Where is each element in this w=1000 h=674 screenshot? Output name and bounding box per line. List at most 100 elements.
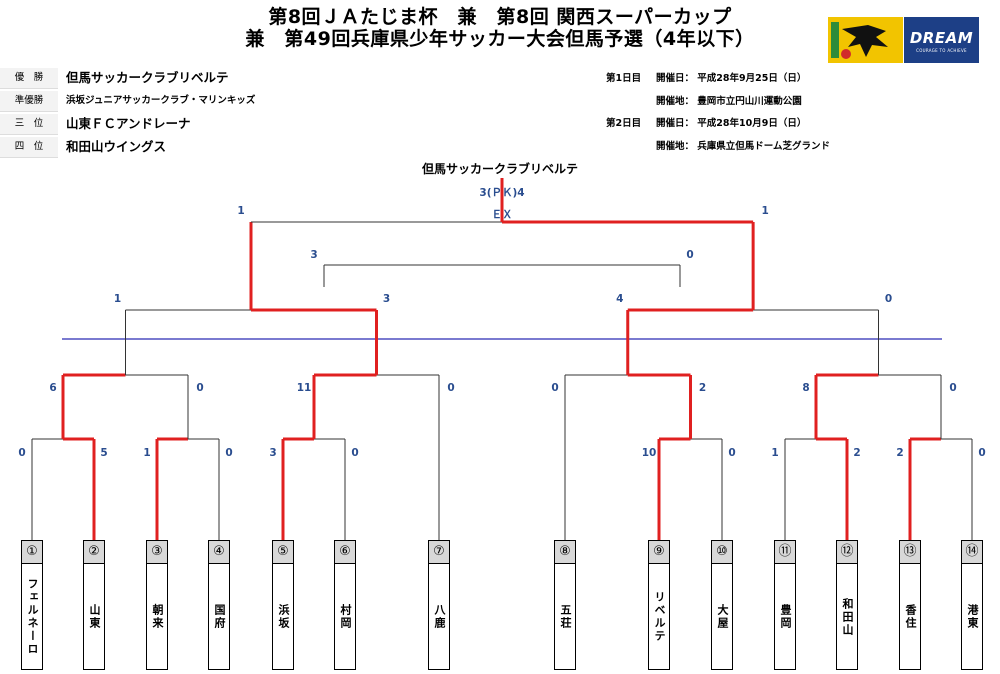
rank-team: 山東ＦＣアンドレーナ xyxy=(66,116,191,131)
team-name: 八鹿 xyxy=(433,604,446,630)
score-label: 8 xyxy=(802,382,809,394)
final-pk-label: 3(ＰＫ)4 xyxy=(479,187,524,199)
champion-name: 但馬サッカークラブリベルテ xyxy=(421,162,578,176)
team-box: ④ 国府 xyxy=(208,540,230,670)
team-box: ③ 朝来 xyxy=(146,540,168,670)
team-name-cell: 朝来 xyxy=(147,565,167,669)
team-name: 豊岡 xyxy=(779,604,792,630)
team-number: ⑪ xyxy=(775,541,795,564)
team-name-cell: リベルテ xyxy=(649,565,669,669)
score-label: 2 xyxy=(896,447,903,459)
team-box: ② 山東 xyxy=(83,540,105,670)
team-number: ③ xyxy=(147,541,167,564)
team-name: フェルネーロ xyxy=(26,578,39,656)
team-name-cell: 五荘 xyxy=(555,565,575,669)
team-box: ① フェルネーロ xyxy=(21,540,43,670)
team-box: ⑦ 八鹿 xyxy=(428,540,450,670)
team-name-cell: 港東 xyxy=(962,565,982,669)
score-label: 2 xyxy=(699,382,706,394)
team-name-cell: 八鹿 xyxy=(429,565,449,669)
rank-label: 優 勝 xyxy=(0,68,58,89)
team-name: 港東 xyxy=(966,604,979,630)
team-box: ⑥ 村岡 xyxy=(334,540,356,670)
team-number: ⑨ xyxy=(649,541,669,564)
score-label: 2 xyxy=(853,447,860,459)
day1-label: 第1日目 xyxy=(606,73,642,84)
final-score: 1 xyxy=(237,205,244,217)
score-label: 0 xyxy=(225,447,232,459)
third-place-score: 0 xyxy=(686,249,693,261)
team-number: ⑥ xyxy=(335,541,355,564)
score-label: 5 xyxy=(100,447,107,459)
team-name: 大屋 xyxy=(716,604,729,630)
score-label: 0 xyxy=(551,382,558,394)
score-label: 6 xyxy=(49,382,56,394)
page-title: 第8回ＪＡたじま杯 兼 第8回 関西スーパーカップ xyxy=(268,6,732,28)
team-name: 和田山 xyxy=(841,597,854,637)
day1-date: 開催日： 平成28年9月25日（日） xyxy=(656,73,807,84)
team-name: リベルテ xyxy=(653,591,666,643)
score-label: 0 xyxy=(18,447,25,459)
rank-team: 但馬サッカークラブリベルテ xyxy=(66,70,229,85)
dream-logo: DREAM COURAGE TO ACHIEVE xyxy=(904,17,979,63)
team-name: 国府 xyxy=(213,604,226,630)
score-label: 0 xyxy=(885,293,892,305)
team-name: 朝来 xyxy=(151,604,164,630)
team-number: ① xyxy=(22,541,42,564)
dream-logo-tagline: COURAGE TO ACHIEVE xyxy=(916,48,967,53)
third-place-score: 3 xyxy=(310,249,317,261)
team-box: ⑤ 浜坂 xyxy=(272,540,294,670)
day1-venue: 開催地： 豊岡市立円山川運動公園 xyxy=(656,96,802,107)
team-number: ⑧ xyxy=(555,541,575,564)
ja-logo xyxy=(828,17,903,63)
score-label: 1 xyxy=(143,447,150,459)
final-ex-label: ＥＸ xyxy=(492,209,513,221)
score-label: 0 xyxy=(949,382,956,394)
team-box: ⑪ 豊岡 xyxy=(774,540,796,670)
score-label: 0 xyxy=(728,447,735,459)
rank-team: 和田山ウイングス xyxy=(66,139,167,154)
team-number: ⑩ xyxy=(712,541,732,564)
team-number: ⑬ xyxy=(900,541,920,564)
score-label: 1 xyxy=(771,447,778,459)
score-label: 0 xyxy=(351,447,358,459)
day2-venue: 開催地： 兵庫県立但馬ドーム芝グランド xyxy=(656,141,831,152)
final-score: 1 xyxy=(761,205,768,217)
team-name-cell: 豊岡 xyxy=(775,565,795,669)
team-name-cell: 香住 xyxy=(900,565,920,669)
team-number: ⑤ xyxy=(273,541,293,564)
day2-date: 開催日： 平成28年10月9日（日） xyxy=(656,118,807,129)
score-label: 10 xyxy=(642,447,657,459)
team-name: 村岡 xyxy=(339,604,352,630)
team-number: ④ xyxy=(209,541,229,564)
rank-label: 四 位 xyxy=(0,137,58,158)
team-number: ⑦ xyxy=(429,541,449,564)
team-box: ⑩ 大屋 xyxy=(711,540,733,670)
rank-team: 浜坂ジュニアサッカークラブ・マリンキッズ xyxy=(66,95,256,106)
score-label: 3 xyxy=(383,293,390,305)
team-name-cell: フェルネーロ xyxy=(22,565,42,669)
team-name-cell: 村岡 xyxy=(335,565,355,669)
page-subtitle: 兼 第49回兵庫県少年サッカー大会但馬予選（4年以下） xyxy=(245,28,755,50)
team-name-cell: 大屋 xyxy=(712,565,732,669)
team-name-cell: 国府 xyxy=(209,565,229,669)
team-number: ② xyxy=(84,541,104,564)
score-label: 0 xyxy=(978,447,985,459)
score-label: 0 xyxy=(447,382,454,394)
team-name-cell: 和田山 xyxy=(837,565,857,669)
score-label: 1 xyxy=(114,293,121,305)
ja-bird-icon xyxy=(831,22,888,59)
team-box: ⑨ リベルテ xyxy=(648,540,670,670)
team-box: ⑧ 五荘 xyxy=(554,540,576,670)
team-name: 山東 xyxy=(88,604,101,630)
team-name: 浜坂 xyxy=(277,604,290,630)
dream-logo-word: DREAM xyxy=(909,29,974,47)
rank-label: 準優勝 xyxy=(0,91,58,112)
score-label: 3 xyxy=(269,447,276,459)
score-label: 11 xyxy=(297,382,312,394)
team-name: 五荘 xyxy=(559,604,572,630)
day2-label: 第2日目 xyxy=(606,118,642,129)
